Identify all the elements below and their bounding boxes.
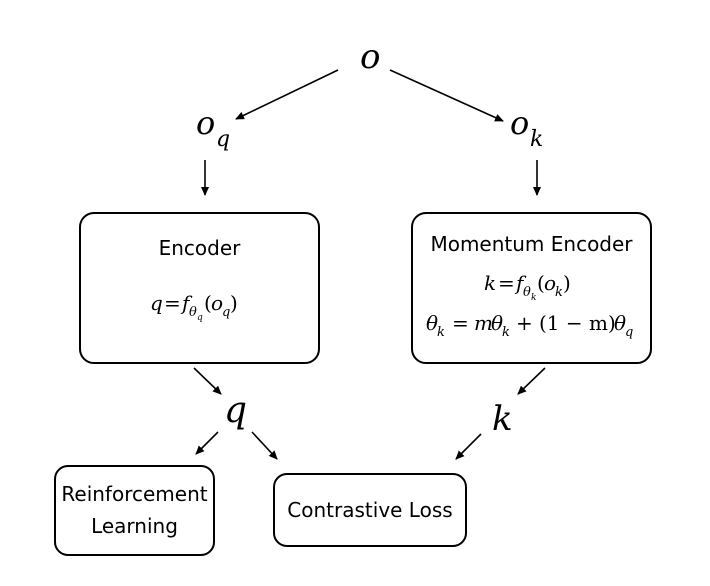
arrow-q-to-contrastive <box>251 431 278 460</box>
m-f1-lhs: k <box>484 271 496 295</box>
encoder-formula-rparen: ) <box>230 291 238 315</box>
arrow-o-to-ok <box>389 69 504 122</box>
arrow-momentum-to-k <box>517 367 546 395</box>
m-f2-paren: (1 − m) <box>539 311 616 335</box>
contrastive-loss-label: Contrastive Loss <box>287 498 452 522</box>
rl-label-line1: Reinforcement <box>61 482 207 506</box>
contrastive-loss-box: Contrastive Loss <box>273 473 467 547</box>
m-f1-eq: = <box>498 271 515 295</box>
node-o-k-base: o <box>510 104 529 142</box>
m-f1-arg: o <box>544 271 556 295</box>
momentum-encoder-box-border <box>411 212 652 364</box>
m-f2-theta: θ <box>491 311 503 335</box>
m-f2-plus: + <box>516 311 533 335</box>
node-k: k <box>492 399 513 439</box>
node-o-q-sub: q <box>216 127 230 152</box>
reinforcement-learning-box: Reinforcement Learning <box>54 465 215 556</box>
arrow-k-to-contrastive <box>455 433 482 460</box>
m-f2-theta2: θ <box>614 311 626 335</box>
node-q: q <box>224 390 247 431</box>
encoder-formula-arg: o <box>211 291 223 315</box>
encoder-formula-lparen: ( <box>204 291 212 315</box>
node-o-q-base: o <box>196 104 215 142</box>
m-f1-lparen: ( <box>537 271 545 295</box>
encoder-formula-lhs: q <box>150 291 163 315</box>
momentum-formula-1: k = f θ k ( o k ) <box>484 271 571 303</box>
m-f1-theta-sub: k <box>531 293 536 303</box>
m-f1-rparen: ) <box>563 271 571 295</box>
node-o: o <box>360 37 380 77</box>
node-o-q: o q <box>196 104 230 152</box>
node-o-k-sub: k <box>530 127 543 152</box>
momentum-encoder-title: Momentum Encoder <box>430 232 633 256</box>
momentum-formula-2: θ k = m θ k + (1 − m) θ q <box>426 311 633 340</box>
encoder-formula: q = f θ q ( o q ) <box>150 291 238 323</box>
encoder-title: Encoder <box>159 236 242 260</box>
m-f2-lhs-sub: k <box>437 325 445 340</box>
m-f2-theta2-sub: q <box>625 325 633 340</box>
m-f2-eq: = <box>452 311 469 335</box>
arrow-encoder-to-q <box>193 367 222 395</box>
m-f2-lhs: θ <box>426 311 438 335</box>
rl-box-border <box>54 465 215 556</box>
arrow-q-to-rl <box>195 431 219 455</box>
encoder-formula-theta-sub: q <box>197 313 203 323</box>
arrow-o-to-oq <box>235 69 339 120</box>
momentum-encoder-box: Momentum Encoder k = f θ k ( o k ) θ k =… <box>411 212 652 364</box>
rl-label-line2: Learning <box>91 514 178 538</box>
encoder-formula-arg-sub: q <box>222 305 230 320</box>
encoder-box: Encoder q = f θ q ( o q ) <box>79 212 320 364</box>
encoder-formula-theta: θ <box>189 305 197 320</box>
contrastive-box-border <box>273 473 467 547</box>
m-f1-arg-sub: k <box>555 285 563 300</box>
m-f2-theta-sub: k <box>502 325 510 340</box>
encoder-box-border <box>79 212 320 364</box>
node-o-k: o k <box>510 104 543 152</box>
m-f2-m: m <box>474 311 493 335</box>
encoder-formula-eq: = <box>164 291 181 315</box>
m-f1-theta: θ <box>523 285 531 300</box>
